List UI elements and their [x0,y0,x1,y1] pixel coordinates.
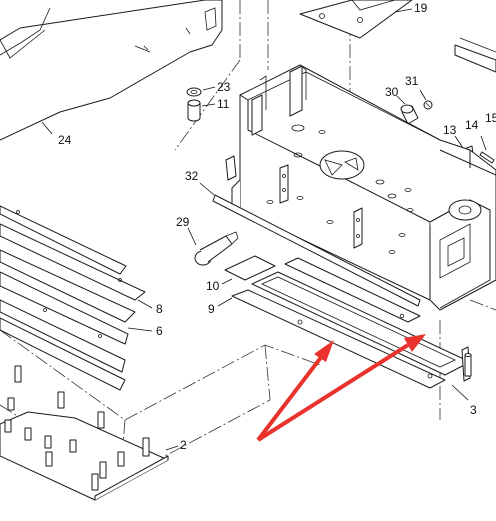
bushing-part-30 [396,95,419,125]
label-13: 13 [443,123,457,137]
label-8: 8 [156,302,163,316]
shim-part-9 [217,289,446,389]
strip-extra [0,205,127,391]
label-24: 24 [58,133,72,147]
nut-part-23 [186,86,216,97]
standoff-part [464,353,472,377]
label-19: 19 [414,1,428,15]
label-23: 23 [217,80,231,94]
label-29: 29 [176,215,190,229]
label-31: 31 [405,74,419,88]
rail-part-15 [454,37,496,73]
part-labels: 19 23 11 31 30 13 14 15 24 32 29 10 9 8 … [58,1,496,452]
label-32: 32 [185,169,199,183]
red-arrow-left-head [314,340,334,362]
label-30: 30 [385,85,399,99]
annotation-arrows [256,334,426,442]
label-9: 9 [208,302,215,316]
main-frame [225,64,496,311]
shaft-part-29 [187,227,239,266]
red-arrow-left [256,354,324,442]
red-arrow-right [256,343,410,442]
rod-part-32 [199,182,421,307]
label-10: 10 [206,279,220,293]
label-2: 2 [180,438,187,452]
studs [4,365,150,491]
top-plate-part-19 [299,0,413,39]
red-arrow-right-head [404,334,426,352]
strip-part-6 [0,271,153,373]
base-plate-part-2 [0,411,179,501]
label-3: 3 [470,403,477,417]
label-14: 14 [465,118,479,132]
pin-part-14 [479,135,495,164]
label-15: 15 [485,111,496,125]
shim-part-10 [221,255,276,285]
strip-part-8 [0,223,153,323]
label-6: 6 [156,324,163,338]
cover-sheet-part-24 [0,0,223,141]
screw-part-31 [419,89,433,110]
label-11: 11 [217,97,230,111]
spacer-part-11 [187,99,216,122]
